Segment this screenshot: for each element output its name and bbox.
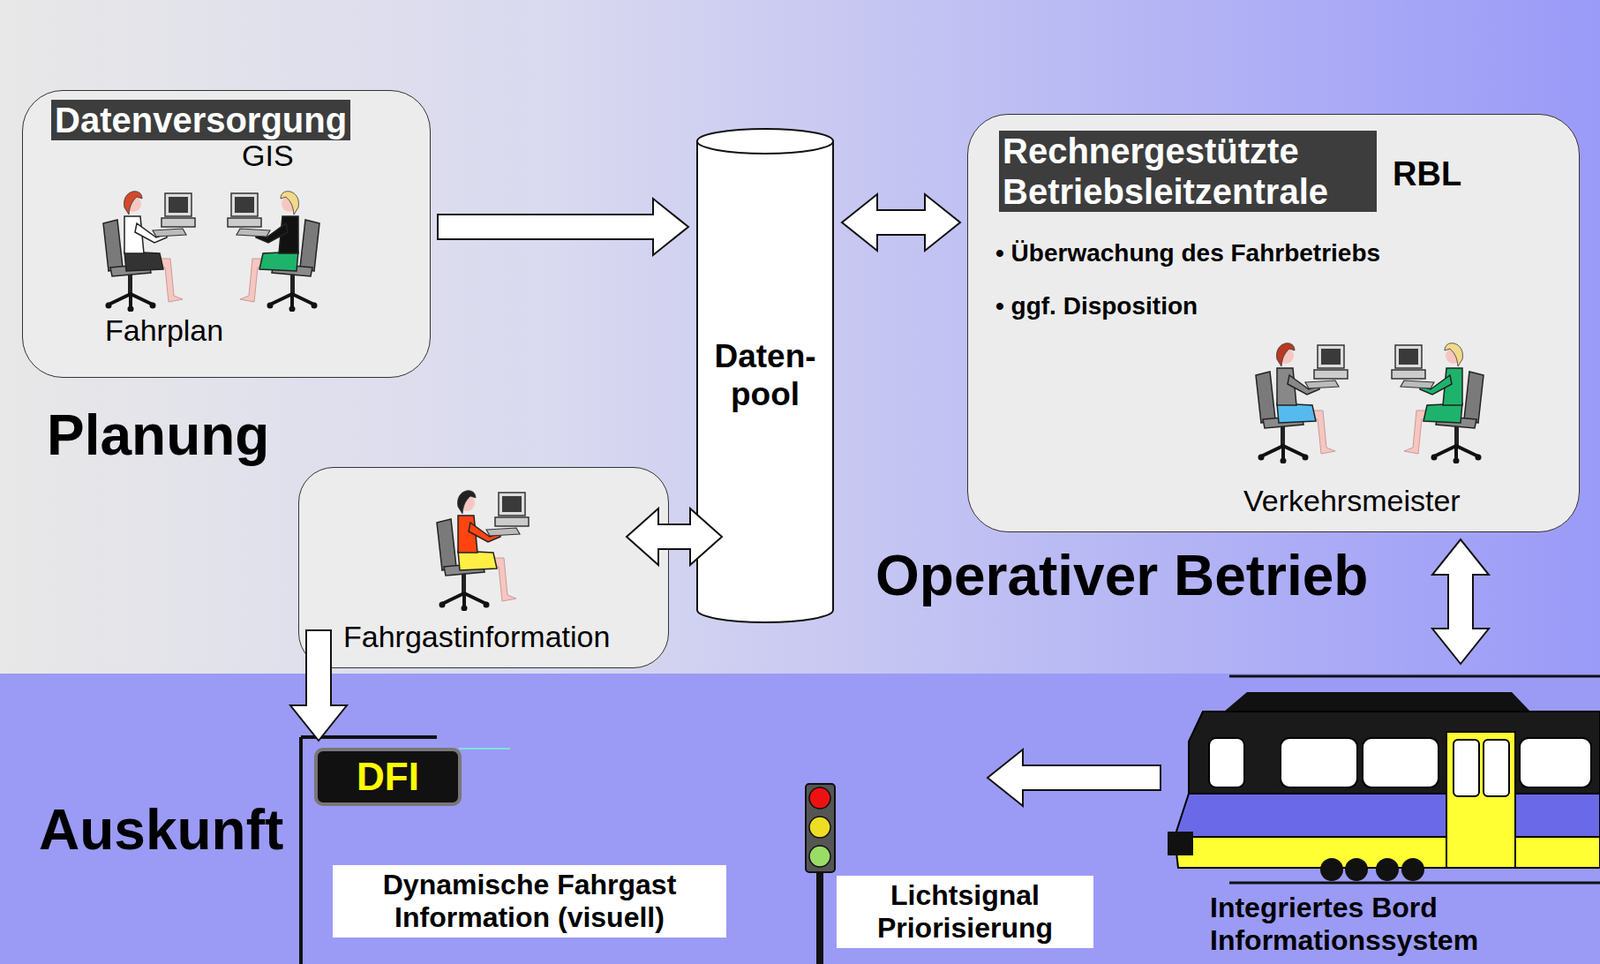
abbreviation: RBL xyxy=(1392,155,1462,195)
traffic-light xyxy=(805,783,835,964)
caption-text: Lichtsignal Priorisierung xyxy=(852,878,1078,945)
block-arrow xyxy=(987,749,1161,806)
block-arrow xyxy=(290,630,347,741)
vehicle-label: Integriertes Bord Informationssystem xyxy=(1209,891,1572,957)
display-text: DFI xyxy=(356,754,420,800)
block-arrow xyxy=(1432,539,1489,664)
passenger-info-box: Fahrgastinformation xyxy=(298,466,669,669)
tram-vehicle: Integriertes Bord Informationssystem xyxy=(1167,670,1600,964)
workstation-icon xyxy=(97,179,204,312)
role-label: Fahrgastinformation xyxy=(343,619,610,654)
caption-box: Lichtsignal Priorisierung xyxy=(836,875,1094,948)
cylinder-label: Daten- pool xyxy=(707,338,823,414)
caption-box: Dynamische Fahrgast Information (visuell… xyxy=(332,864,727,938)
bullet-item: • Überwachung des Fahrbetriebs xyxy=(995,239,1381,268)
control-center-box: Rechnergestützte Betriebsleitzentrale RBL… xyxy=(967,113,1580,533)
data-pool-cylinder: Daten- pool xyxy=(695,127,835,624)
planning-box: DatenversorgungGIS Fahrplan xyxy=(22,90,431,378)
planning-ground xyxy=(0,0,1600,674)
region-label: Operativer Betrieb xyxy=(875,544,1368,607)
bullet-item: • ggf. Disposition xyxy=(995,292,1198,321)
information-ground xyxy=(0,673,1600,964)
workstation-icon xyxy=(218,179,325,312)
workstation-icon xyxy=(1382,330,1489,464)
box-heading: Rechnergestützte Betriebsleitzentrale xyxy=(999,130,1377,212)
role-label: Verkehrsmeister xyxy=(1243,483,1461,519)
workstation-icon xyxy=(1250,330,1357,464)
block-arrow xyxy=(626,508,722,565)
workstation-icon xyxy=(431,478,538,611)
role-label: Fahrplan xyxy=(105,313,224,348)
tram-drawing xyxy=(1167,670,1600,892)
box-heading: Datenversorgung xyxy=(51,99,351,141)
system-label: GIS xyxy=(241,138,294,173)
region-label: Auskunft xyxy=(38,798,284,861)
dfi-display: DFI xyxy=(314,747,462,806)
region-label: Planung xyxy=(46,404,270,466)
block-arrow xyxy=(437,198,689,256)
caption-text: Dynamische Fahrgast Information (visuell… xyxy=(348,868,711,934)
block-arrow xyxy=(841,194,961,251)
